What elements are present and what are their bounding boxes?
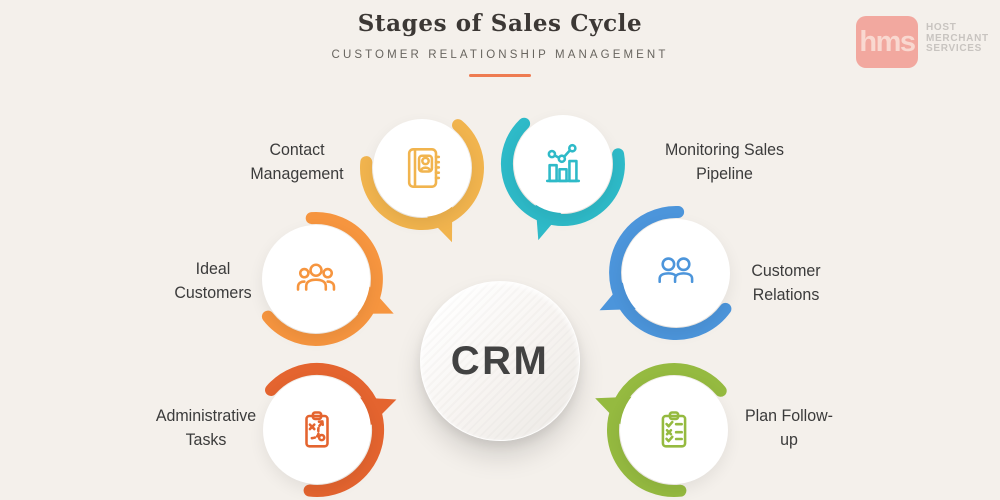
checklist-icon <box>646 402 702 458</box>
clipboard-strategy-icon <box>289 402 345 458</box>
people-group-icon <box>288 251 344 307</box>
brand-name-line: MERCHANT <box>926 32 989 44</box>
stage-label-contact-management: Contact Management <box>250 140 344 183</box>
stage-label-customer-relations: Customer Relations <box>751 261 821 304</box>
ring-arc <box>501 117 625 227</box>
brand-name-line: SERVICES <box>926 43 982 54</box>
address-book-icon <box>394 140 450 196</box>
ideal-customers-bubble <box>262 225 370 333</box>
sales-chart-icon <box>535 136 591 192</box>
contact-management-bubble <box>373 119 471 217</box>
ring-arc <box>609 205 732 340</box>
stage-label-ideal-customers: Ideal Customers <box>174 259 252 302</box>
stage-label-administrative-tasks: Administrative Tasks <box>155 406 257 449</box>
brand-logo: hms HOST MERCHANT SERVICES <box>856 16 989 68</box>
ring-arc <box>265 362 385 497</box>
monitoring-sales-pipeline-bubble <box>514 115 612 213</box>
page-subtitle: CUSTOMER RELATIONSHIP MANAGEMENT <box>331 49 669 61</box>
crm-center-circle: CRM <box>420 281 580 441</box>
administrative-tasks-bubble <box>263 376 371 484</box>
hms-logo-icon: hms <box>856 16 918 68</box>
ring-arc <box>607 363 727 498</box>
stage-label-plan-follow-up: Plan Follow-up <box>745 406 833 449</box>
customer-relations-bubble <box>622 219 730 327</box>
header: Stages of Sales Cycle CUSTOMER RELATIONS… <box>0 10 1000 77</box>
monitoring-sales-pipeline-ring <box>501 117 625 241</box>
customer-relations-ring <box>599 205 732 340</box>
crm-label: CRM <box>450 338 550 383</box>
ring-arc <box>261 211 383 346</box>
page-title: Stages of Sales Cycle <box>357 10 643 37</box>
brand-name: HOST MERCHANT SERVICES <box>926 16 989 68</box>
two-people-icon <box>648 245 704 301</box>
ring-arc <box>359 119 484 230</box>
brand-name-line: HOST <box>926 22 957 33</box>
title-underline <box>469 74 531 77</box>
plan-follow-up-bubble <box>620 376 728 484</box>
stage-label-monitoring-sales-pipeline: Monitoring Sales Pipeline <box>664 140 785 183</box>
